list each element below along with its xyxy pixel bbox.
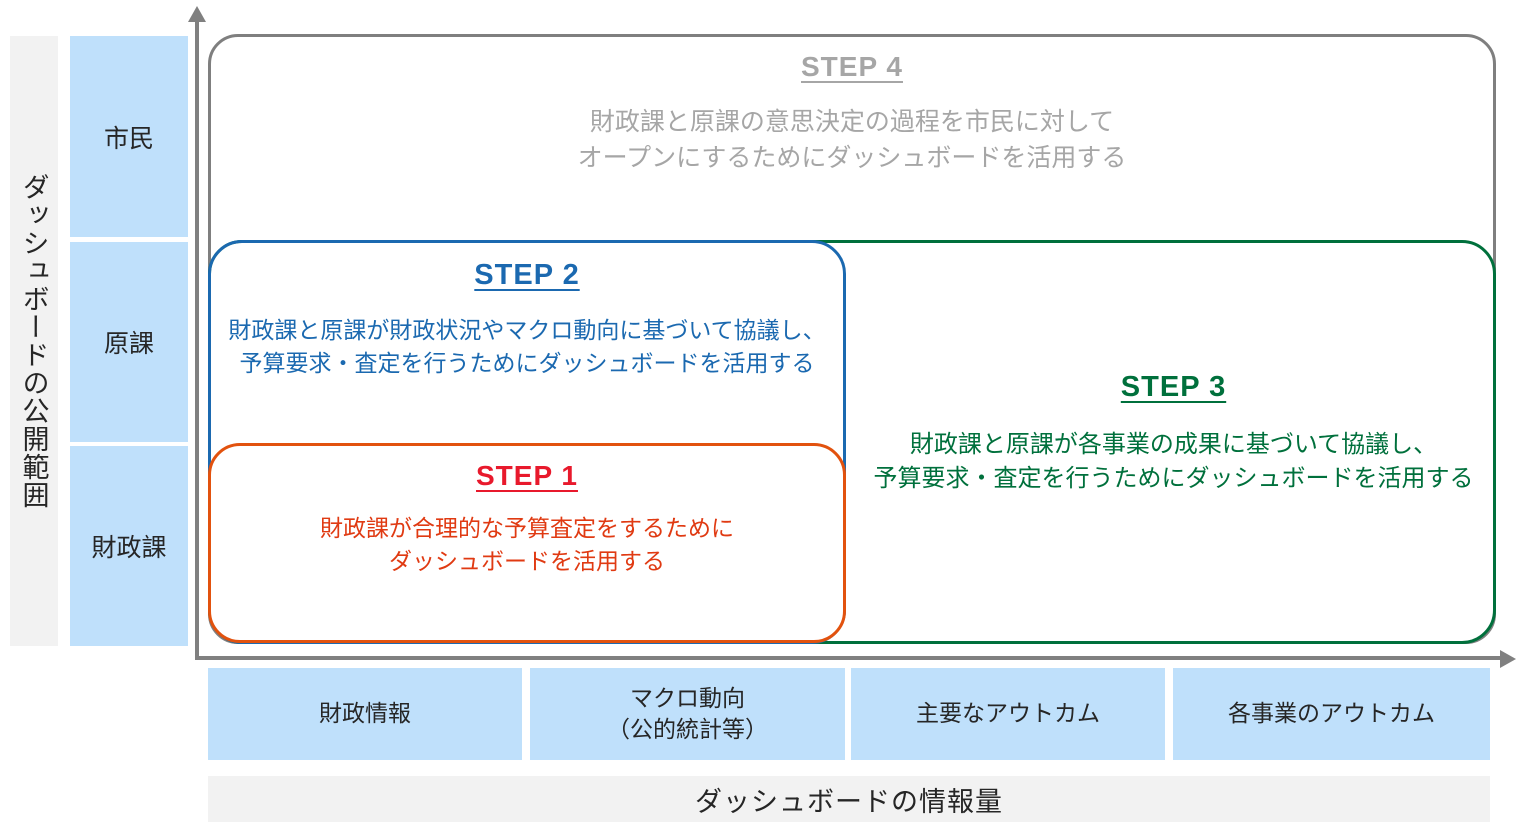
x-category-label: 財政情報: [319, 700, 411, 727]
step-3-title: STEP 3: [1120, 371, 1227, 403]
y-axis-title: ダッシュボードの公開範囲: [10, 36, 58, 646]
x-axis-title: ダッシュボードの情報量: [208, 776, 1490, 822]
step-2-title: STEP 2: [474, 259, 580, 291]
step-3-body: 財政課と原課が各事業の成果に基づいて協議し、 予算要求・査定を行うためにダッシュ…: [873, 431, 1474, 493]
x-axis-arrow-icon: [1500, 650, 1516, 668]
step-1-box[interactable]: STEP 1 財政課が合理的な予算査定をするために ダッシュボードを活用する: [208, 443, 846, 643]
step-3-box[interactable]: STEP 3 財政課と原課が各事業の成果に基づいて協議し、 予算要求・査定を行う…: [208, 240, 1496, 644]
x-category-fiscal-info: 財政情報: [208, 668, 522, 760]
x-category-label: 各事業のアウトカム: [1228, 700, 1435, 727]
y-category-citizens: 市民: [70, 36, 188, 237]
y-axis-line: [195, 18, 199, 660]
step-4-body: 財政課と原課の意思決定の過程を市民に対して オープンにするためにダッシュボードを…: [577, 108, 1127, 172]
y-axis-title-label: ダッシュボードの公開範囲: [18, 173, 49, 509]
y-axis-arrow-icon: [188, 6, 206, 22]
x-category-key-outcomes: 主要なアウトカム: [851, 668, 1165, 760]
x-category-label: 主要なアウトカム: [916, 700, 1100, 727]
x-category-macro-trends: マクロ動向 （公的統計等）: [530, 668, 845, 760]
step-2-body: 財政課と原課が財政状況やマクロ動向に基づいて協議し、 予算要求・査定を行うために…: [228, 317, 826, 376]
y-category-label: 原課: [103, 330, 154, 358]
step-1-body: 財政課が合理的な予算査定をするために ダッシュボードを活用する: [320, 515, 734, 574]
step-1-title: STEP 1: [476, 460, 578, 491]
step-3-content: STEP 3 財政課と原課が各事業の成果に基づいて協議し、 予算要求・査定を行う…: [851, 243, 1496, 641]
y-category-label: 市民: [103, 124, 154, 153]
y-category-line-dept: 原課: [70, 242, 188, 442]
x-category-label: マクロ動向 （公的統計等）: [607, 684, 768, 742]
x-category-project-outcomes: 各事業のアウトカム: [1173, 668, 1490, 760]
x-axis-title-label: ダッシュボードの情報量: [695, 786, 1003, 817]
y-category-finance-dept: 財政課: [70, 446, 188, 646]
x-axis-line: [197, 656, 1503, 660]
y-category-label: 財政課: [91, 534, 167, 562]
step-4-title: STEP 4: [801, 51, 903, 82]
